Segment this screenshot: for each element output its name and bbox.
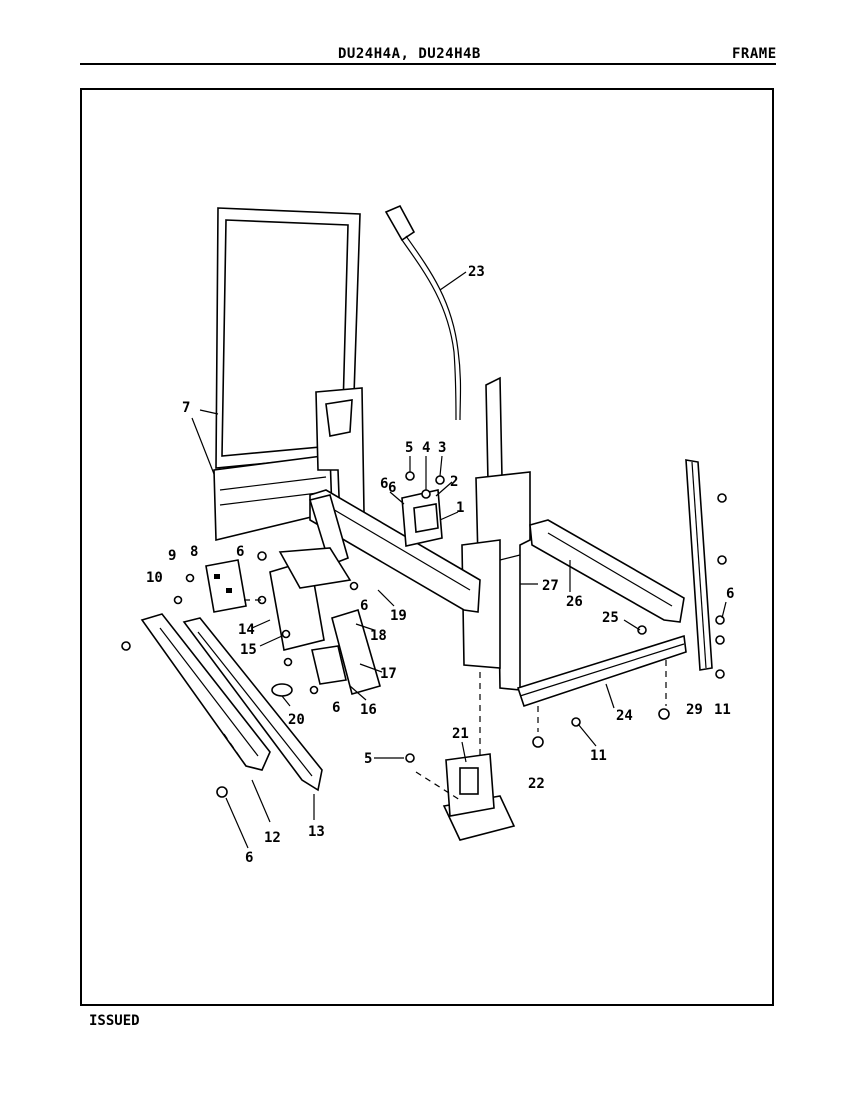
part-switch-8 (205, 559, 247, 613)
part-power-cord-23 (384, 204, 462, 421)
part-right-upright-27 (461, 376, 531, 691)
callout-23: 23 (468, 264, 485, 280)
callout-22: 22 (528, 776, 545, 792)
header-rule (80, 63, 776, 65)
dashed-guide-lines (223, 599, 667, 801)
callout-5-bottom: 5 (364, 751, 372, 767)
callout-6-e: 6 (332, 700, 340, 716)
callout-6-c: 6 (360, 598, 368, 614)
callout-6-d: 6 (726, 586, 734, 602)
leader-lines (191, 271, 727, 849)
callout-labels: 1 2 3 4 5 5 6 6 6 6 6 6 6 7 8 9 10 11 11… (146, 264, 734, 866)
callout-3: 3 (438, 440, 446, 456)
issued-label: ISSUED (89, 1013, 140, 1029)
callout-21: 21 (452, 726, 469, 742)
callout-9: 9 (168, 548, 176, 564)
diagram-border (80, 88, 774, 1006)
callout-6-b: 6 (236, 544, 244, 560)
callout-6-f: 6 (245, 850, 253, 866)
callout-20: 20 (288, 712, 305, 728)
part-bottom-rail-24 (516, 634, 687, 708)
callout-16: 16 (360, 702, 377, 718)
callout-5-top: 5 (405, 440, 413, 456)
part-right-rail-29 (685, 459, 713, 671)
fastener-screws (121, 471, 727, 798)
callout-25: 25 (602, 610, 619, 626)
callout-6-g: 6 (388, 480, 396, 496)
callout-15: 15 (240, 642, 257, 658)
part-rear-cross-rail-26 (529, 519, 685, 623)
callout-14: 14 (238, 622, 255, 638)
callout-18: 18 (370, 628, 387, 644)
callout-19: 19 (390, 608, 407, 624)
callout-2: 2 (450, 474, 458, 490)
callout-29: 29 (686, 702, 703, 718)
part-left-upright (315, 387, 365, 524)
callout-8: 8 (190, 544, 198, 560)
callout-24: 24 (616, 708, 633, 724)
callout-11-a: 11 (590, 748, 607, 764)
callout-6-a: 6 (380, 476, 388, 492)
callout-10: 10 (146, 570, 163, 586)
part-front-rails-12-13 (140, 613, 323, 792)
part-switch-assembly-21 (442, 753, 516, 841)
part-junction-box-1-2 (401, 489, 443, 547)
callout-13: 13 (308, 824, 325, 840)
callout-7: 7 (182, 400, 190, 416)
callout-27: 27 (542, 578, 559, 594)
callout-1: 1 (456, 500, 464, 516)
part-bracket-plates-16-17-18 (269, 547, 381, 695)
part-cross-rail (308, 489, 481, 613)
section-title: FRAME (732, 46, 777, 62)
callout-17: 17 (380, 666, 397, 682)
callout-11-b: 11 (714, 702, 731, 718)
callout-12: 12 (264, 830, 281, 846)
callout-4: 4 (422, 440, 430, 456)
model-number-header: DU24H4A, DU24H4B (338, 46, 481, 62)
callout-26: 26 (566, 594, 583, 610)
